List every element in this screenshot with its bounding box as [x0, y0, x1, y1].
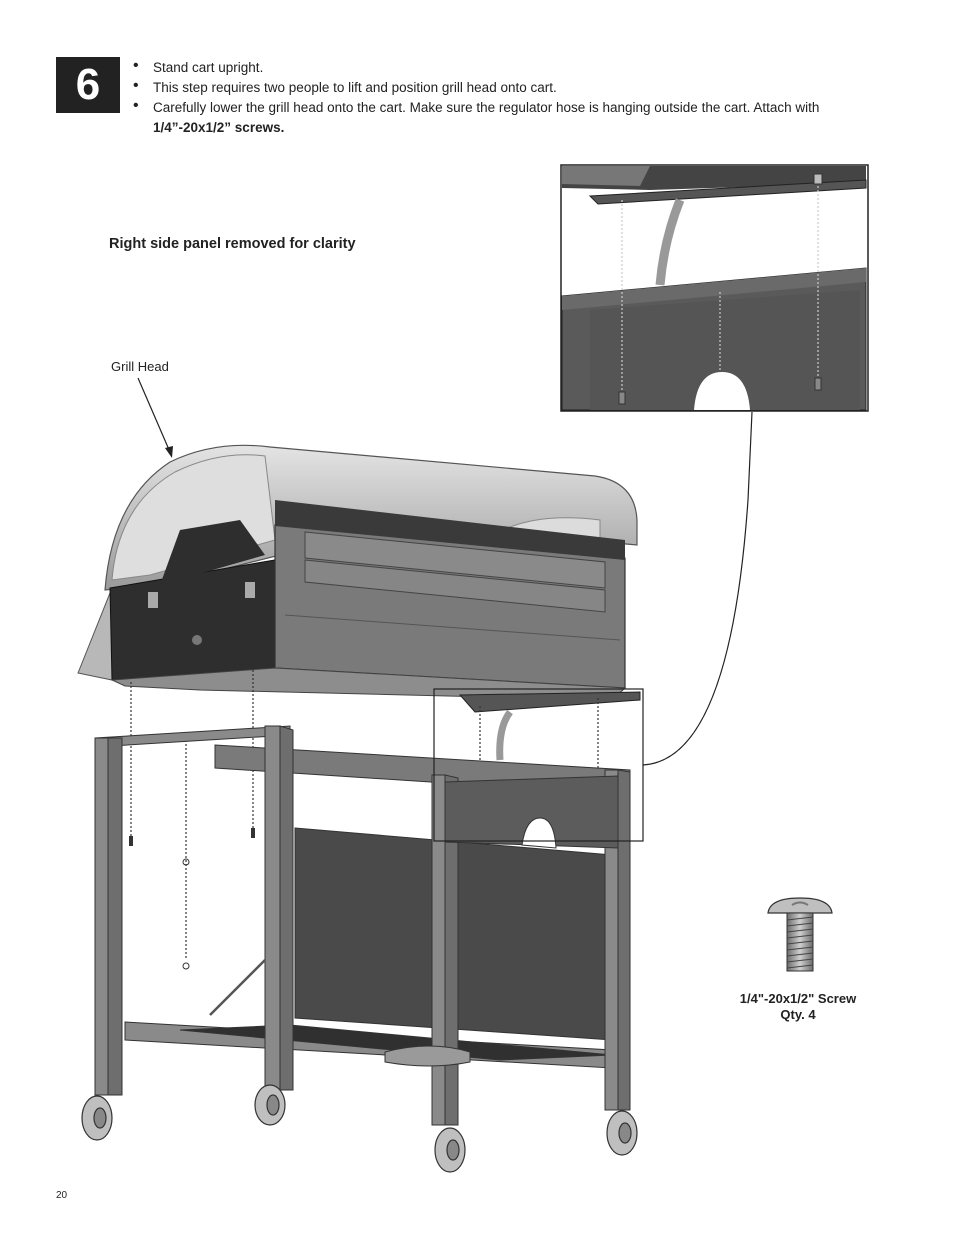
- step-number-badge: 6: [56, 57, 120, 113]
- instruction-item: Carefully lower the grill head onto the …: [131, 96, 891, 138]
- screw-icon: [767, 897, 833, 972]
- hardware-quantity: Qty. 4: [780, 1007, 816, 1022]
- caster-wheels: [81, 1084, 638, 1173]
- screw-markers: [129, 828, 255, 970]
- instruction-item: Stand cart upright.: [131, 56, 891, 78]
- clarity-note: Right side panel removed for clarity: [109, 236, 356, 252]
- page-number: 20: [56, 1190, 68, 1201]
- grill-head-callout: Grill Head: [111, 359, 169, 374]
- instruction-item: This step requires two people to lift an…: [131, 76, 891, 98]
- detail-view: [560, 164, 869, 412]
- instruction-text: Carefully lower the grill head onto the …: [153, 100, 820, 115]
- grill-head: [77, 444, 641, 713]
- hardware-caption: 1/4"-20x1/2" Screw Qty. 4: [720, 991, 876, 1023]
- instruction-text: Stand cart upright.: [153, 60, 264, 75]
- detail-leader-line: [642, 411, 753, 766]
- regulator-hose: [496, 709, 513, 761]
- instruction-list: Stand cart upright. This step requires t…: [131, 56, 891, 138]
- instruction-screw-spec: 1/4”-20x1/2” screws.: [153, 120, 285, 135]
- instruction-text: This step requires two people to lift an…: [153, 80, 557, 95]
- cart-frame: [94, 725, 631, 1126]
- callout-arrow: [137, 377, 173, 458]
- hardware-name: 1/4"-20x1/2" Screw: [739, 991, 857, 1006]
